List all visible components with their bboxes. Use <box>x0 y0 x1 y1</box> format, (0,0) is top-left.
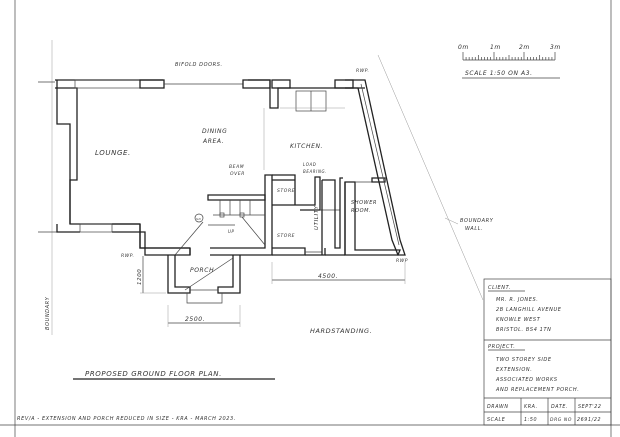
project-line-3: ASSOCIATED WORKS <box>495 377 558 383</box>
scale-label: SCALE <box>487 417 506 423</box>
dimensions: 4500. 2500. 1200 <box>137 256 406 327</box>
client-header: CLIENT. <box>488 285 511 291</box>
label-rwp-top: RWP. <box>356 68 370 74</box>
label-hardstanding: HARDSTANDING. <box>310 327 372 335</box>
dimension-1200: 1200 <box>137 269 143 285</box>
room-labels: LOUNGE. DINING AREA. KITCHEN. UTILITY SH… <box>95 128 377 274</box>
label-sd: SD <box>196 217 202 221</box>
drawn-label: DRAWN <box>487 404 509 410</box>
boundary-line-right <box>377 54 484 301</box>
project-line-2: EXTENSION. <box>496 367 532 373</box>
annotations: BIFOLD DOORS. BEAM OVER LOAD BEARING. RW… <box>45 62 494 335</box>
drg-value: 2691/22 <box>577 417 601 423</box>
revision-note: REV/A - EXTENSION AND PORCH REDUCED IN S… <box>17 416 236 422</box>
label-stair-up: UP <box>228 229 235 234</box>
label-beam-1: BEAM <box>229 164 244 170</box>
room-porch: PORCH <box>190 267 214 274</box>
project-line-1: TWO STOREY SIDE <box>496 357 552 363</box>
client-line-3: KNOWLE WEST <box>496 317 541 323</box>
dimension-2500: 2500. <box>185 316 205 323</box>
label-rwp-left: RWP. <box>121 253 135 259</box>
smoke-detector-icon <box>194 213 204 223</box>
walls <box>55 79 406 304</box>
room-kitchen: KITCHEN. <box>290 143 323 150</box>
room-store-lower: STORE <box>277 233 295 239</box>
label-rwp-right: RWP <box>396 258 408 264</box>
label-load-1: LOAD <box>303 162 316 167</box>
project-header: PROJECT. <box>488 344 515 350</box>
date-value: SEPT'22 <box>578 404 602 410</box>
scale-tick-3: 3m <box>550 44 561 51</box>
scale-caption: SCALE 1:50 ON A3. <box>465 70 533 77</box>
room-utility: UTILITY <box>314 205 320 230</box>
client-line-2: 2B LANGHILL AVENUE <box>496 307 562 313</box>
scale-bar: 0m 1m 2m 3m SCALE 1:50 ON A3. <box>458 44 561 79</box>
label-boundary-wall-1: BOUNDARY <box>460 218 494 224</box>
drawn-value: KRA. <box>524 404 538 410</box>
room-store-upper: STORE <box>277 188 295 194</box>
client-line-1: MR. R. JONES. <box>496 297 539 303</box>
scale-tick-2: 2m <box>519 44 530 51</box>
label-boundary-wall-2: WALL. <box>465 226 483 232</box>
title-block: CLIENT. MR. R. JONES. 2B LANGHILL AVENUE… <box>483 278 612 426</box>
label-beam-2: OVER <box>230 171 245 177</box>
dimension-4500: 4500. <box>318 273 338 280</box>
room-shower-2: ROOM. <box>351 208 371 214</box>
room-dining-1: DINING <box>202 128 227 135</box>
scale-tick-0: 0m <box>458 44 469 51</box>
label-bifold-doors: BIFOLD DOORS. <box>175 62 223 68</box>
client-line-4: BRISTOL. BS4 1TN <box>496 327 551 333</box>
room-dining-2: AREA. <box>202 138 224 145</box>
scale-tick-1: 1m <box>490 44 501 51</box>
plan-title: PROPOSED GROUND FLOOR PLAN. <box>85 370 222 378</box>
room-lounge: LOUNGE. <box>95 149 131 157</box>
drg-label: DRG NO <box>550 417 572 423</box>
room-shower-1: SHOWER <box>351 200 377 206</box>
label-load-2: BEARING. <box>303 169 327 174</box>
project-line-4: AND REPLACEMENT PORCH. <box>495 387 579 393</box>
scale-value: 1:50 <box>524 417 537 423</box>
label-boundary-left: BOUNDARY <box>45 296 51 330</box>
date-label: DATE. <box>551 404 568 410</box>
